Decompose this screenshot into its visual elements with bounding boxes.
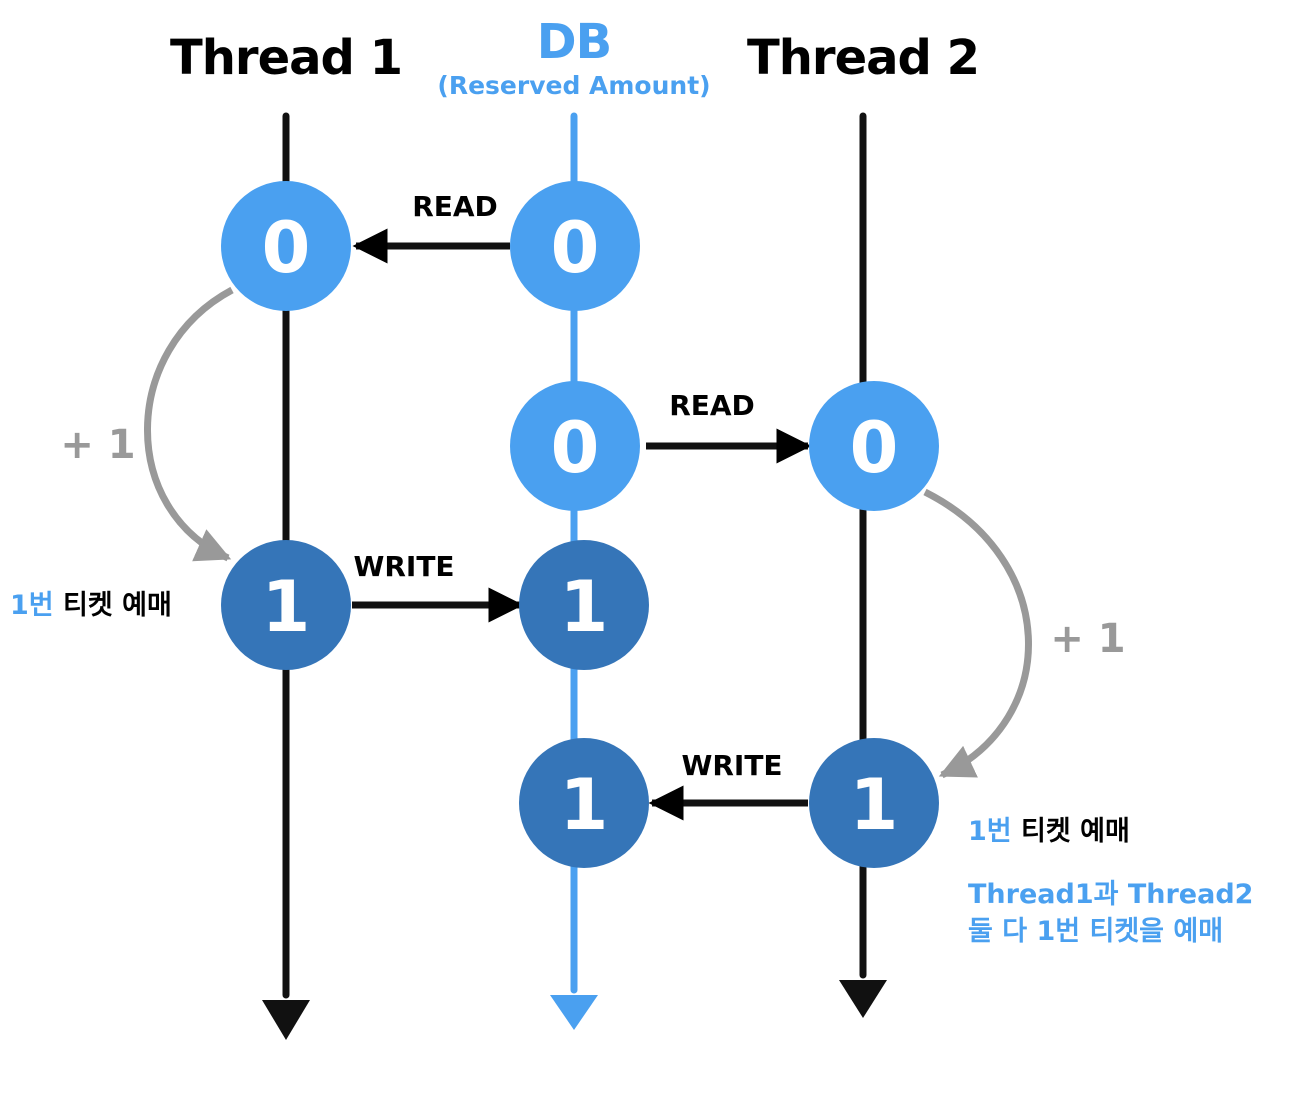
svg-text:0: 0 bbox=[850, 407, 899, 489]
conclusion-line-2: 둘 다 1번 티켓을 예매 bbox=[968, 916, 1223, 947]
thread2-write-node: 1 bbox=[809, 738, 939, 868]
svg-text:1: 1 bbox=[560, 764, 609, 846]
ticket-number: 1번 bbox=[10, 590, 54, 621]
svg-text:1: 1 bbox=[850, 764, 899, 846]
svg-text:1: 1 bbox=[262, 566, 311, 648]
thread1-write-node: 1 bbox=[221, 540, 351, 670]
write-label-1: WRITE bbox=[353, 550, 454, 583]
thread2-booking-note: 1번 티켓 예매 bbox=[968, 816, 1130, 847]
timeline-arrowhead-icon bbox=[550, 995, 598, 1030]
thread2-timeline bbox=[839, 112, 887, 1018]
timeline-arrowhead-icon bbox=[262, 1000, 310, 1040]
svg-text:0: 0 bbox=[551, 207, 600, 289]
thread2-increment-curve bbox=[923, 488, 1032, 779]
thread1-increment-label: + 1 bbox=[60, 422, 135, 468]
svg-text:0: 0 bbox=[262, 207, 311, 289]
thread1-increment-curve bbox=[144, 286, 234, 562]
db-node-read-2: 0 bbox=[510, 381, 640, 511]
timeline-arrowhead-icon bbox=[839, 980, 887, 1018]
db-node-read-1: 0 bbox=[510, 181, 640, 311]
db-header: DB bbox=[537, 14, 611, 70]
read-label-1: READ bbox=[412, 190, 498, 223]
booking-text: 티켓 예매 bbox=[1012, 816, 1130, 847]
db-node-write-1: 1 bbox=[519, 540, 649, 670]
conclusion-line-1: Thread1과 Thread2 bbox=[968, 879, 1253, 910]
db-subheader: (Reserved Amount) bbox=[437, 71, 710, 100]
ticket-number: 1번 bbox=[968, 816, 1012, 847]
read-label-2: READ bbox=[669, 389, 755, 422]
thread2-read-node: 0 bbox=[809, 381, 939, 511]
svg-text:0: 0 bbox=[551, 407, 600, 489]
write-label-2: WRITE bbox=[681, 749, 782, 782]
svg-text:1: 1 bbox=[560, 566, 609, 648]
thread1-read-node: 0 bbox=[221, 181, 351, 311]
booking-text: 티켓 예매 bbox=[54, 590, 172, 621]
db-node-write-2: 1 bbox=[519, 738, 649, 868]
thread1-booking-note: 1번 티켓 예매 bbox=[10, 590, 172, 621]
thread2-header: Thread 2 bbox=[747, 30, 979, 86]
thread1-header: Thread 1 bbox=[170, 30, 402, 86]
thread2-increment-label: + 1 bbox=[1050, 616, 1125, 662]
